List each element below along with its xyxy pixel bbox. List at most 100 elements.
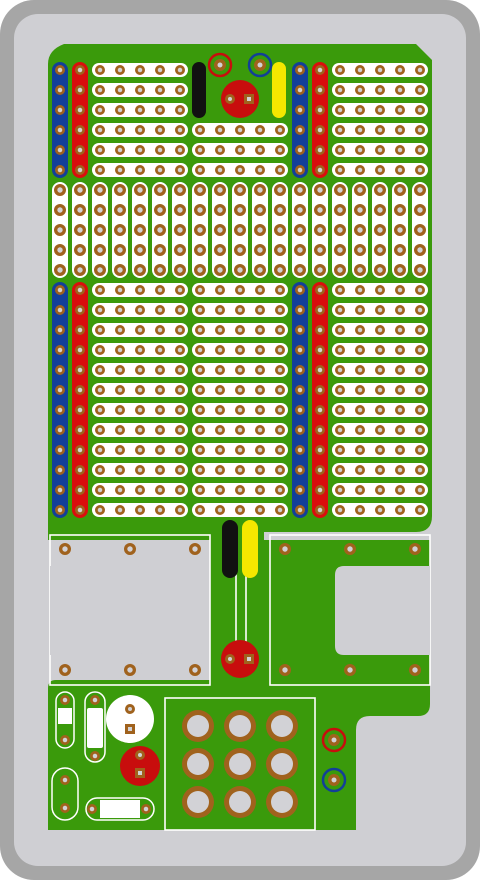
mounting-hole-center [271,791,293,813]
power-rail [312,282,328,518]
pad-hole [97,447,103,453]
power-pins-top [192,62,286,118]
pad-hole [97,147,103,153]
pad-hole [177,147,183,153]
power-rail [72,282,88,518]
pad-hole [417,287,423,293]
pad-hole [417,507,423,513]
pad-hole [237,447,243,453]
pad-hole [337,507,343,513]
pad-hole [157,87,163,93]
pad-hole [417,87,423,93]
pad-hole [217,367,223,373]
pad-hole [177,487,183,493]
pad-hole [297,447,303,453]
pad-hole [277,487,283,493]
pad-hole [217,427,223,433]
pad-hole [337,427,343,433]
pad-hole [57,187,63,193]
pad-hole [127,546,133,552]
pad-hole [417,127,423,133]
pad-hole [417,447,423,453]
pad-hole [117,147,123,153]
pad-hole [57,407,63,413]
pad-hole [337,107,343,113]
pad-hole [157,487,163,493]
pad-hole [57,347,63,353]
pad-hole [337,167,343,173]
pad-hole [257,447,263,453]
pad-hole [157,447,163,453]
pad-hole [77,387,83,393]
pad-hole [297,107,303,113]
mounting-hole-icon [182,710,298,818]
pad-hole [377,507,383,513]
pad-hole [217,447,223,453]
pad-hole [377,307,383,313]
pad-hole [337,87,343,93]
pad-hole [97,127,103,133]
pad-hole [157,227,163,233]
pad-hole [357,107,363,113]
pad-hole [137,67,143,73]
pad-hole [397,267,403,273]
pad-hole [357,507,363,513]
pad-hole [237,327,243,333]
pad-hole [377,367,383,373]
pad-hole [57,427,63,433]
pad-hole [337,447,343,453]
pad-hole [197,327,203,333]
mounting-hole-center [187,715,209,737]
pad-hole [397,107,403,113]
pad-hole [297,187,303,193]
pad-hole [137,167,143,173]
pad-hole [257,407,263,413]
pad-hole [97,407,103,413]
pad-hole [297,487,303,493]
pad-hole [77,327,83,333]
pad-hole [97,187,103,193]
pad-hole [62,667,68,673]
pad-hole [277,307,283,313]
pad-hole [117,487,123,493]
pad-hole [317,467,323,473]
pad-hole [157,247,163,253]
pad-hole [117,287,123,293]
pin-header-icon [51,767,79,821]
pad-hole [337,247,343,253]
pad-hole [157,467,163,473]
pad-hole [377,227,383,233]
pad-hole [137,207,143,213]
pad-hole [277,267,283,273]
pad-hole [337,127,343,133]
pad-hole [237,387,243,393]
pad-hole [377,87,383,93]
pad-hole [377,347,383,353]
pad-hole [77,467,83,473]
pad-hole [117,427,123,433]
pad-hole [77,107,83,113]
pad-hole [57,267,63,273]
pad-hole [417,367,423,373]
pad-hole [217,487,223,493]
pad-hole [257,327,263,333]
mounting-hole-center [229,753,251,775]
pad-hole [117,107,123,113]
pad-hole [77,427,83,433]
pad-hole [297,467,303,473]
pad-hole [257,367,263,373]
pad-hole [257,347,263,353]
pad-hole [277,187,283,193]
pad-hole [237,307,243,313]
pad-hole [337,187,343,193]
pad-hole [137,487,143,493]
pad-hole [377,127,383,133]
pad-hole [377,487,383,493]
pad-hole [157,507,163,513]
pad-hole [197,387,203,393]
pad-hole [97,227,103,233]
pad-hole [237,187,243,193]
pad-hole [97,487,103,493]
pad-hole [397,507,403,513]
pad-hole [337,467,343,473]
